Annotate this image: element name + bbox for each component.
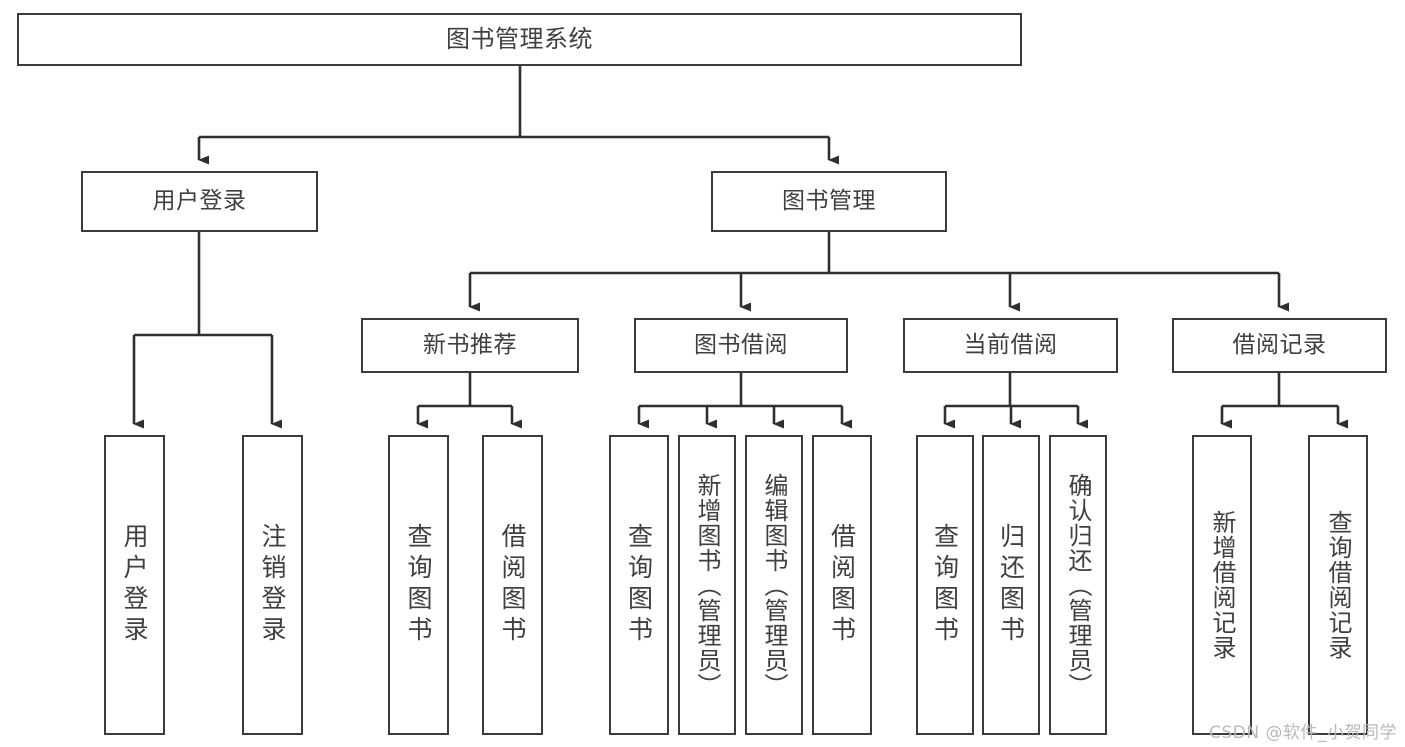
node-leaf-query-book-1[interactable]: 查询图书 [388,435,449,735]
node-current-borrow-label: 当前借阅 [963,331,1058,358]
node-leaf-query-book-1-label: 查询图书 [404,523,433,647]
node-leaf-add-record-label: 新增借阅记录 [1208,510,1236,660]
node-root[interactable]: 图书管理系统 [17,13,1022,66]
node-leaf-query-book-2-label: 查询图书 [624,523,654,647]
node-user-login[interactable]: 用户登录 [81,171,318,232]
node-borrow-record-label: 借阅记录 [1232,331,1327,358]
node-leaf-return-book[interactable]: 归还图书 [982,435,1040,735]
node-root-label: 图书管理系统 [446,25,593,54]
node-leaf-edit-book[interactable]: 编辑图书（管理员） [745,435,803,735]
node-leaf-user-login[interactable]: 用户登录 [104,435,165,735]
node-leaf-logout-label: 注销登录 [258,523,287,647]
node-book-borrow[interactable]: 图书借阅 [634,318,848,373]
node-leaf-user-login-label: 用户登录 [120,523,149,647]
node-leaf-add-record[interactable]: 新增借阅记录 [1192,435,1252,735]
node-leaf-borrow-book-2[interactable]: 借阅图书 [812,435,872,735]
node-borrow-record[interactable]: 借阅记录 [1172,318,1387,373]
node-leaf-query-record-label: 查询借阅记录 [1324,510,1352,660]
node-leaf-add-book[interactable]: 新增图书（管理员） [678,435,736,735]
node-leaf-borrow-book-2-label: 借阅图书 [827,523,857,647]
node-book-manage-label: 图书管理 [782,187,876,214]
node-book-borrow-label: 图书借阅 [694,331,788,358]
node-new-book-rec[interactable]: 新书推荐 [361,318,579,373]
node-leaf-borrow-book-1-label: 借阅图书 [498,523,527,647]
node-user-login-label: 用户登录 [152,187,247,214]
node-new-book-rec-label: 新书推荐 [423,331,517,358]
node-current-borrow[interactable]: 当前借阅 [903,318,1118,373]
watermark: CSDN @软件_小贺同学 [1209,723,1397,743]
node-leaf-query-book-3[interactable]: 查询图书 [916,435,974,735]
node-leaf-logout[interactable]: 注销登录 [242,435,303,735]
node-leaf-query-book-3-label: 查询图书 [930,523,960,647]
node-leaf-query-record[interactable]: 查询借阅记录 [1308,435,1368,735]
node-leaf-return-book-label: 归还图书 [996,523,1026,647]
node-leaf-add-book-label: 新增图书（管理员） [693,472,721,698]
node-leaf-confirm-return[interactable]: 确认归还（管理员） [1049,435,1107,735]
node-leaf-query-book-2[interactable]: 查询图书 [609,435,669,735]
node-leaf-confirm-return-label: 确认归还（管理员） [1064,472,1092,698]
node-leaf-borrow-book-1[interactable]: 借阅图书 [482,435,543,735]
node-book-manage[interactable]: 图书管理 [711,171,947,232]
node-leaf-edit-book-label: 编辑图书（管理员） [760,472,788,698]
